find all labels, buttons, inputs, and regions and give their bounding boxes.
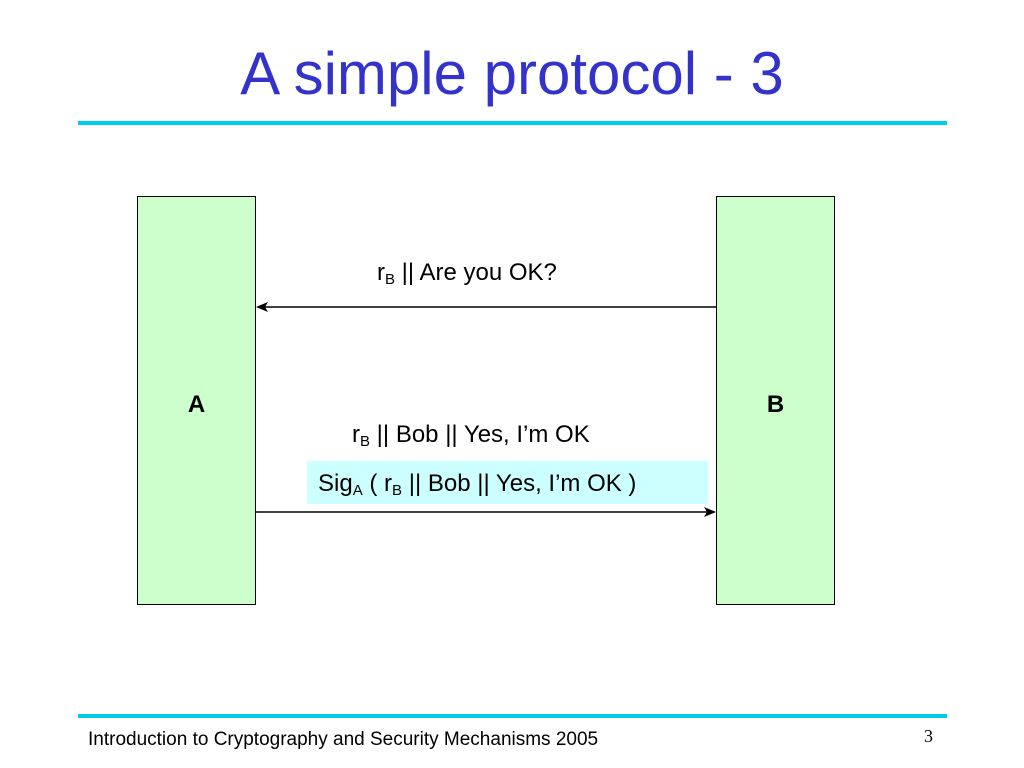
arrow-b-to-a — [256, 302, 716, 312]
arrow-a-to-b — [256, 507, 716, 517]
entity-a-box — [137, 196, 256, 605]
top-divider — [78, 121, 947, 125]
slide-title: A simple protocol - 3 — [240, 40, 784, 107]
bottom-divider — [78, 714, 947, 718]
message-response: rB || Bob || Yes, I’m OK — [352, 421, 590, 450]
signature-highlight — [307, 461, 708, 504]
footer-text: Introduction to Cryptography and Securit… — [88, 729, 599, 750]
entity-b-label: B — [766, 391, 785, 418]
page-number: 3 — [924, 726, 933, 746]
message-signature: SigA ( rB || Bob || Yes, I’m OK ) — [318, 470, 637, 499]
entity-a-label: A — [187, 391, 206, 418]
message-challenge: rB || Are you OK? — [377, 259, 557, 288]
entity-b-box — [716, 196, 835, 605]
